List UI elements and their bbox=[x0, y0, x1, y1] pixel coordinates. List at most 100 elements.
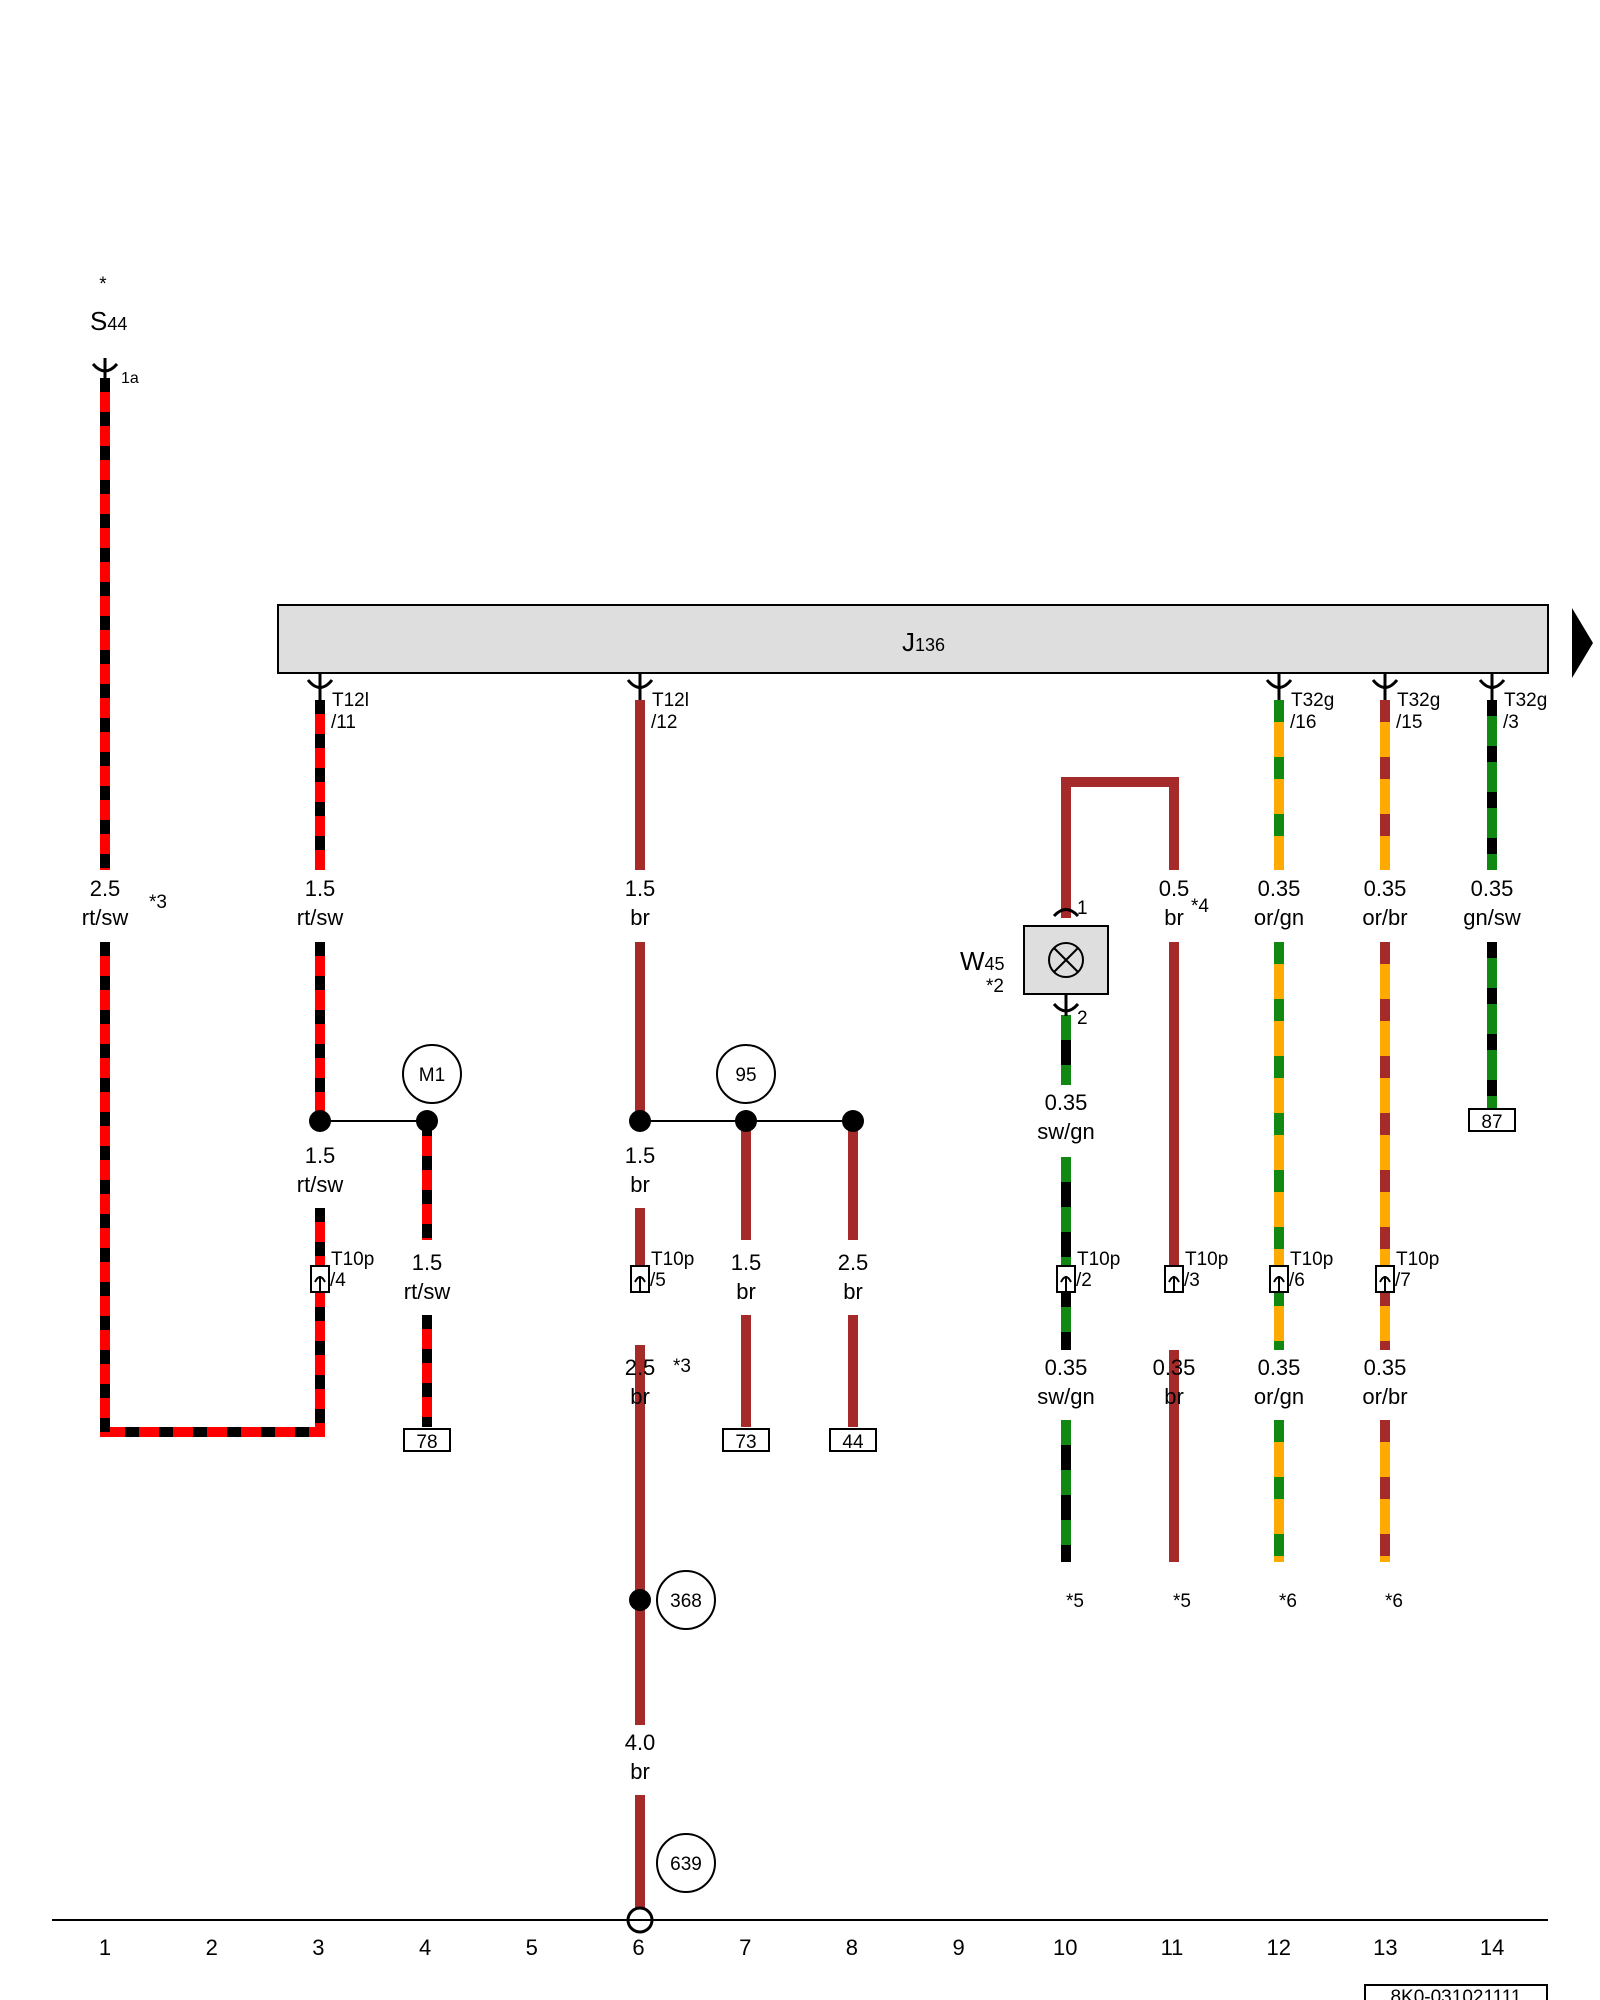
lamp-number: 45 bbox=[985, 954, 1005, 974]
track-number: 12 bbox=[1266, 1935, 1290, 1960]
splice-label: 95 bbox=[716, 1044, 776, 1104]
wire-color: or/gn bbox=[1254, 905, 1304, 930]
continuation-arrow-icon bbox=[1572, 608, 1593, 678]
connector-name: T10p bbox=[1290, 1249, 1333, 1270]
connector-pin-number: /15 bbox=[1396, 712, 1422, 733]
wire-size: 0.35 bbox=[1045, 1090, 1088, 1115]
control-unit-j136: J136 bbox=[277, 604, 1593, 678]
wire-label: 0.35 gn/sw bbox=[1463, 876, 1521, 930]
wire-color: sw/gn bbox=[1037, 1384, 1094, 1409]
wire-size: 0.35 bbox=[1258, 876, 1301, 901]
connector-name: T10p bbox=[1185, 1249, 1228, 1270]
fuse-letter: S bbox=[90, 306, 107, 336]
junction-dot bbox=[629, 1589, 651, 1611]
footnote: *6 bbox=[1279, 1591, 1297, 1612]
wire-color: or/br bbox=[1362, 905, 1407, 930]
wire-color: br bbox=[843, 1279, 863, 1304]
connector-name: T32g bbox=[1397, 690, 1440, 711]
wire-label: 1.5br bbox=[625, 1143, 656, 1197]
reference-box: 78 bbox=[403, 1428, 451, 1453]
wire-size: 1.5 bbox=[412, 1250, 443, 1275]
track-number: 2 bbox=[206, 1935, 218, 1960]
connector-name: T10p bbox=[1396, 1249, 1439, 1270]
reference-number: 73 bbox=[735, 1432, 756, 1453]
wire-size: 1.5 bbox=[625, 876, 656, 901]
footnote: *6 bbox=[1385, 1591, 1403, 1612]
splice-id: 639 bbox=[670, 1854, 702, 1875]
track-number: 14 bbox=[1480, 1935, 1504, 1960]
wire-size: 1.5 bbox=[625, 1143, 656, 1168]
reference-box: 73 bbox=[722, 1428, 770, 1453]
junction-dot bbox=[735, 1110, 757, 1132]
wire-color: br bbox=[736, 1279, 756, 1304]
wire-size: 1.5 bbox=[731, 1250, 762, 1275]
footnote: *5 bbox=[1173, 1591, 1191, 1612]
splice-id: 368 bbox=[670, 1591, 702, 1612]
wire-size: 1.5 bbox=[305, 1143, 336, 1168]
svg-text:S44: S44 bbox=[90, 306, 127, 336]
connector-pin-number: /7 bbox=[1395, 1270, 1411, 1291]
wire-size: 2.5 bbox=[90, 876, 121, 901]
wire-color: rt/sw bbox=[297, 1172, 344, 1197]
wire-label: 0.5 br *4 bbox=[1159, 876, 1210, 930]
connector-name: T12l bbox=[652, 690, 689, 711]
splice-label: 639 bbox=[656, 1833, 716, 1893]
wire-label: 0.35 or/gn bbox=[1254, 876, 1304, 930]
document-id: 8K0-031021111 bbox=[1364, 1984, 1548, 2000]
connector-name: T32g bbox=[1504, 690, 1547, 711]
wire-label: 1.5 br bbox=[731, 1250, 762, 1304]
connector-pin-number: /3 bbox=[1503, 712, 1519, 733]
splice-label: M1 bbox=[402, 1044, 462, 1104]
connector-pin-number: /12 bbox=[651, 712, 677, 733]
junction-dot bbox=[629, 1110, 651, 1132]
connector-pin: T12l/12 bbox=[626, 673, 689, 733]
wire-color: gn/sw bbox=[1463, 905, 1521, 930]
junction-dot bbox=[309, 1110, 331, 1132]
svg-text:W45: W45 bbox=[960, 946, 1005, 976]
wire-color: sw/gn bbox=[1037, 1119, 1094, 1144]
connector-pin-number: /16 bbox=[1290, 712, 1316, 733]
track-number: 5 bbox=[526, 1935, 538, 1960]
wire-size: 0.35 bbox=[1471, 876, 1514, 901]
footnotes: *5*5*6*6 bbox=[1066, 1591, 1403, 1612]
splice-labels: M1 95 368 639 bbox=[402, 1044, 776, 1893]
connector-name: T10p bbox=[331, 1249, 374, 1270]
connector-pin: T10p/3 bbox=[1164, 1249, 1228, 1293]
control-unit-letter: J bbox=[902, 627, 915, 657]
track-number: 3 bbox=[312, 1935, 324, 1960]
wire-size: 1.5 bbox=[305, 876, 336, 901]
wire-note: *4 bbox=[1191, 896, 1209, 917]
connector-name: T10p bbox=[1077, 1249, 1120, 1270]
wire-color: rt/sw bbox=[297, 905, 344, 930]
wire-label: 2.5br bbox=[838, 1250, 869, 1304]
wire-note: *3 bbox=[673, 1356, 691, 1377]
wire-size: 2.5 bbox=[625, 1355, 656, 1380]
track-number: 13 bbox=[1373, 1935, 1397, 1960]
wire-color: br bbox=[630, 905, 650, 930]
wire-size: 0.35 bbox=[1364, 876, 1407, 901]
connector-pin-number: /3 bbox=[1184, 1270, 1200, 1291]
wire-color: br bbox=[1164, 905, 1184, 930]
reference-box: 87 bbox=[1468, 1108, 1516, 1133]
wire-size: 0.5 bbox=[1159, 876, 1190, 901]
splice-points bbox=[309, 1110, 864, 1934]
fuse-pin: 1a bbox=[121, 370, 139, 387]
connector-name: T12l bbox=[332, 690, 369, 711]
connector-pin: T10p/2 bbox=[1056, 1249, 1120, 1293]
svg-text:J136: J136 bbox=[902, 627, 945, 657]
connector-pin-number: /2 bbox=[1076, 1270, 1092, 1291]
wire-color: br bbox=[630, 1759, 650, 1784]
splice-id: M1 bbox=[419, 1065, 445, 1086]
connector-name: T32g bbox=[1291, 690, 1334, 711]
connector-pin: T10p/4 bbox=[310, 1249, 374, 1293]
wire-label: 0.35 or/br bbox=[1362, 876, 1407, 930]
splice-id: 95 bbox=[735, 1065, 756, 1086]
reference-number: 78 bbox=[416, 1432, 437, 1453]
wire-size: 0.35 bbox=[1153, 1355, 1196, 1380]
connector-pin: T10p/6 bbox=[1269, 1249, 1333, 1293]
connector-pin-number: /11 bbox=[331, 712, 356, 733]
